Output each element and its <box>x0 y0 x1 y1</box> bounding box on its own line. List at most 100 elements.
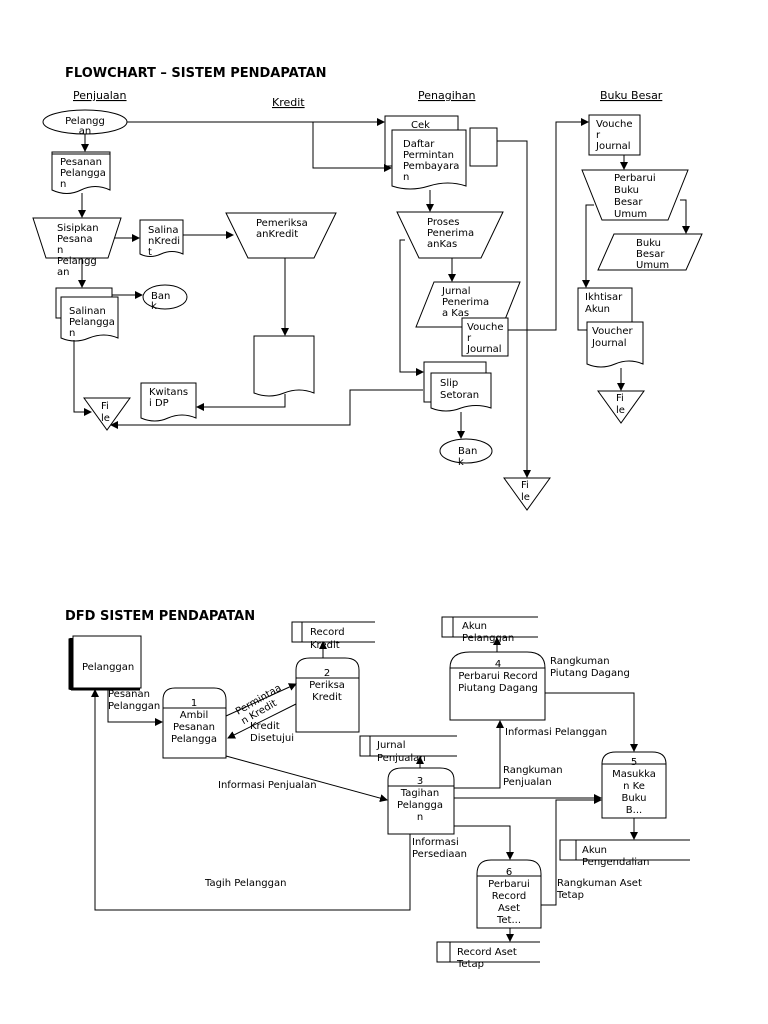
flow-label-line: Informasi Pelanggan <box>505 727 607 738</box>
dfd-title: DFD SISTEM PENDAPATAN <box>65 609 255 624</box>
node-label-line: Salinan <box>69 306 106 317</box>
node-label-line: nKredi <box>148 236 180 247</box>
node-label-line: Permintan <box>403 150 454 161</box>
dfd-entity-pelanggan: Pelanggan <box>68 635 142 691</box>
flow-informasi-pelanggan: Informasi Pelanggan <box>505 727 607 738</box>
node-label-line: an <box>79 126 91 137</box>
process-label-line: Record <box>492 891 527 902</box>
flow-label-line: Persediaan <box>412 849 467 860</box>
node-label-line: Jurnal <box>441 286 470 297</box>
node-label-line: Cek <box>411 120 430 131</box>
process-label-line: Pelangga <box>171 734 217 745</box>
node-label-cek: Cek <box>411 120 430 131</box>
node-label-line: k <box>458 457 464 468</box>
node-label-line: r <box>596 130 601 141</box>
flow-informasi-penjualan: Informasi Penjualan <box>218 780 317 791</box>
node-label-line: le <box>101 413 110 424</box>
process-label-line: Tet... <box>496 915 521 926</box>
node-label-line: Buku <box>614 185 639 196</box>
node-label-line: Journal <box>591 338 627 349</box>
store-label-line: Jurnal <box>376 740 405 751</box>
node-label-line: Vouche <box>596 119 633 130</box>
node-label-line: Pesanan <box>60 157 102 168</box>
node-label-line: Voucher <box>592 326 634 337</box>
node-label-line: n <box>69 328 75 339</box>
process-label-line: 4 <box>495 659 501 670</box>
entity-label: Pelanggan <box>82 662 134 673</box>
node-label-line: Ban <box>458 446 477 457</box>
node-label-line: n <box>403 172 409 183</box>
flowchart-connectors <box>73 118 690 478</box>
lane-penagihan: Penagihan <box>418 89 475 102</box>
node-label-line: Perbarui <box>614 173 656 184</box>
node-label-line: Umum <box>636 260 669 271</box>
node-label-line: Journal <box>466 344 502 355</box>
node-label-line: k <box>151 301 157 312</box>
dfd-connectors <box>91 637 638 942</box>
flow-label-line: Pesanan <box>108 689 150 700</box>
process-label-line: Aset <box>498 903 520 914</box>
process-label-line: Perbarui <box>488 879 530 890</box>
process-label-line: Piutang Dagang <box>458 683 538 694</box>
node-label-line: Fi <box>521 480 529 491</box>
store-label-line: Kredit <box>310 640 340 651</box>
node-label-line: Besar <box>614 197 643 208</box>
process-label-line: n Ke <box>623 781 645 792</box>
node-label-line: le <box>521 492 530 503</box>
flowchart-title: FLOWCHART – SISTEM PENDAPATAN <box>65 66 327 81</box>
node-label-line: r <box>467 333 472 344</box>
process-label-line: Kredit <box>312 692 342 703</box>
node-label-line: n <box>57 245 63 256</box>
flow-label-line: Informasi <box>412 837 459 848</box>
process-label-line: Buku <box>621 793 646 804</box>
process-label-line: 3 <box>417 776 423 787</box>
process-label-line: 1 <box>191 698 197 709</box>
flow-label-line: Piutang Dagang <box>550 668 630 679</box>
node-label-line: Fi <box>616 393 624 404</box>
node-label-line: Pelangga <box>60 168 106 179</box>
process-label-line: Perbarui Record <box>458 671 537 682</box>
flow-label-line: Penjualan <box>503 777 552 788</box>
node-label-line: Pesana <box>57 234 93 245</box>
node-label-line: Penerima <box>427 228 474 239</box>
node-label-line: Ban <box>151 291 170 302</box>
node-label-line: Pelangga <box>69 317 115 328</box>
